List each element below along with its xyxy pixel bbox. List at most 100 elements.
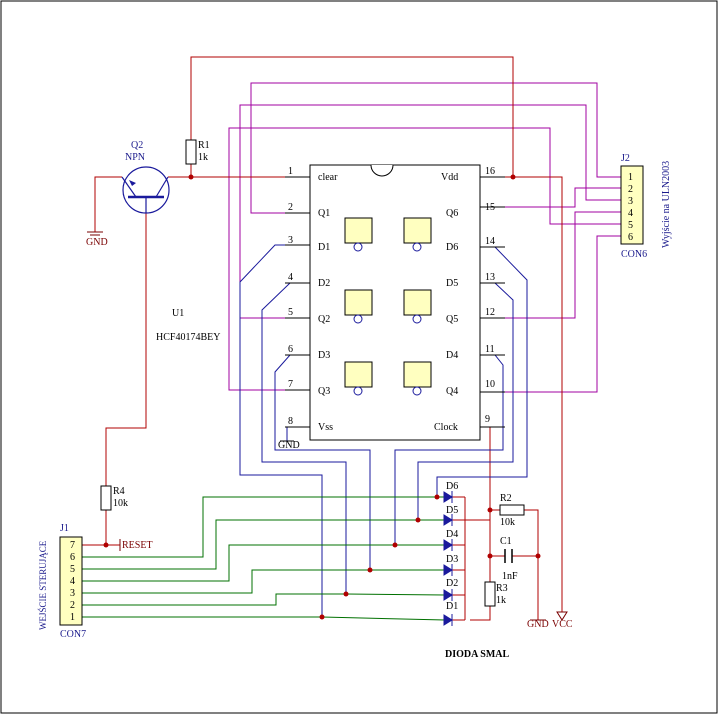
pin-name: Q2 <box>318 314 330 325</box>
diode-label: D6 <box>446 481 458 492</box>
reset-label: RESET <box>122 540 153 551</box>
pin-num: 7 <box>288 379 293 390</box>
j2-ref: J2 <box>621 153 630 164</box>
j1-ref: J1 <box>60 523 69 534</box>
ff-4 <box>403 361 432 388</box>
pin-num: 2 <box>288 202 293 213</box>
ff-3 <box>344 361 373 388</box>
diode-d1-icon <box>443 614 453 626</box>
j1-pin: 3 <box>70 588 75 599</box>
pin-name: Q4 <box>446 386 458 397</box>
pin-num: 1 <box>288 166 293 177</box>
pin-name: clear <box>318 172 338 183</box>
pin-num: 15 <box>485 202 495 213</box>
transistor-arrow-icon <box>129 180 136 186</box>
diode-d2-icon <box>443 589 453 601</box>
ff-6 <box>403 217 432 244</box>
j2-title: Wyjście na ULN2003 <box>661 161 672 248</box>
pin-name: D2 <box>318 278 330 289</box>
r1-ref: R1 <box>198 140 210 151</box>
j2-pin: 2 <box>628 184 633 195</box>
pin-num: 12 <box>485 307 495 318</box>
transistor-type: NPN <box>125 152 145 163</box>
ff-1 <box>344 217 373 244</box>
pin-name: D6 <box>446 242 458 253</box>
pin-name: D5 <box>446 278 458 289</box>
pin-name: Vss <box>318 422 333 433</box>
j1-body <box>59 536 83 626</box>
r4-ref: R4 <box>113 486 125 497</box>
vcc-arrow-icon <box>556 611 568 621</box>
pin-name: Q3 <box>318 386 330 397</box>
diode-d6-icon <box>443 491 453 503</box>
gnd-label: GND <box>527 619 549 630</box>
pin-name: Clock <box>434 422 458 433</box>
pin-num: 10 <box>485 379 495 390</box>
r3-ref: R3 <box>496 583 508 594</box>
gnd-label: GND <box>86 237 108 248</box>
ic-body <box>309 164 481 441</box>
j2-body <box>620 165 644 245</box>
diode-caption: DIODA SMAL <box>445 649 510 660</box>
flip-flops <box>344 217 432 396</box>
diode-array: D6 D5 D4 D3 D2 D1 DIODA SMAL <box>443 481 510 660</box>
resistor-r1 <box>185 139 197 165</box>
pin-num: 13 <box>485 272 495 283</box>
ff-6-bubble <box>412 242 422 252</box>
j2-pin: 3 <box>628 196 633 207</box>
pin-num: 6 <box>288 344 293 355</box>
transistor-emitter <box>155 176 169 198</box>
pin-name: Vdd <box>441 172 458 183</box>
diode-label: D5 <box>446 505 458 516</box>
j1-type: CON7 <box>60 629 86 640</box>
pin-name: Q1 <box>318 208 330 219</box>
ff-2 <box>344 289 373 316</box>
r3-value: 1k <box>496 595 506 606</box>
c1-value: 1nF <box>502 571 518 582</box>
pin-num: 9 <box>485 414 490 425</box>
gnd-label: GND <box>278 440 300 451</box>
connector-j2: 1 2 3 4 5 6 <box>620 165 644 245</box>
capacitor-c1 <box>504 549 513 563</box>
vcc-label: VCC <box>552 619 573 630</box>
green-wires <box>82 496 446 621</box>
pin-name: Q6 <box>446 208 458 219</box>
ic-u1 <box>309 164 481 441</box>
r2-ref: R2 <box>500 493 512 504</box>
pin-stubs <box>285 176 505 428</box>
resistor-r3 <box>484 581 496 607</box>
ic-pin-labels: 1 clear 2 Q1 3 D1 4 D2 5 Q2 6 D3 7 Q3 8 … <box>288 166 495 433</box>
r4-value: 10k <box>113 498 128 509</box>
diode-d3-icon <box>443 564 453 576</box>
pin-name: Q5 <box>446 314 458 325</box>
diode-label: D2 <box>446 578 458 589</box>
diode-label: D1 <box>446 601 458 612</box>
ic-part-label: HCF40174BEY <box>156 332 220 343</box>
transistor-q2 <box>121 166 170 214</box>
ic-ref-label: U1 <box>172 308 184 319</box>
j2-pin: 6 <box>628 232 633 243</box>
j1-pin: 4 <box>70 576 75 587</box>
j2-pin: 5 <box>628 220 633 231</box>
pin-num: 3 <box>288 235 293 246</box>
pin-name: D1 <box>318 242 330 253</box>
ic-notch <box>370 164 394 177</box>
j1-pin: 1 <box>70 612 75 623</box>
connector-j1: 7 6 5 4 3 2 1 <box>59 536 83 626</box>
r1-value: 1k <box>198 152 208 163</box>
diode-d4-icon <box>443 539 453 551</box>
pin-num: 4 <box>288 272 293 283</box>
pin-num: 5 <box>288 307 293 318</box>
diode-label: D3 <box>446 554 458 565</box>
r2-value: 10k <box>500 517 515 528</box>
ff-3-bubble <box>353 386 363 396</box>
ff-5 <box>403 289 432 316</box>
pin-num: 11 <box>485 344 495 355</box>
j1-pin: 2 <box>70 600 75 611</box>
pin-num: 14 <box>485 236 495 247</box>
resistor-r2 <box>499 504 525 516</box>
diode-label: D4 <box>446 529 458 540</box>
ff-2-bubble <box>353 314 363 324</box>
c1-ref: C1 <box>500 536 512 547</box>
